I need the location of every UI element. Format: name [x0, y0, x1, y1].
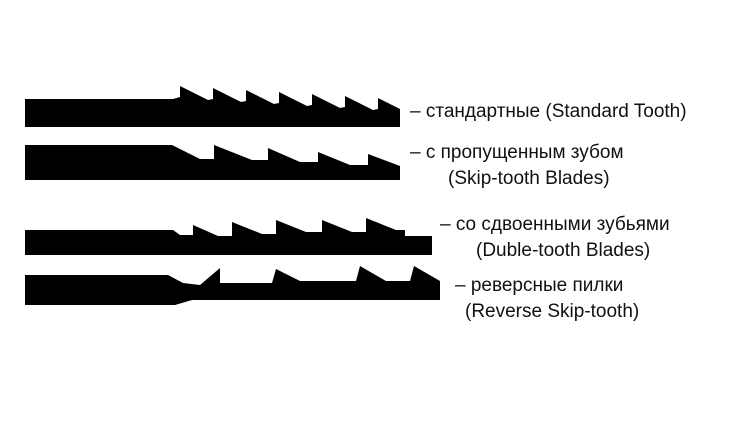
label-reverse-skip-tooth-line1: – реверсные пилки	[455, 275, 624, 296]
label-skip-tooth: – с пропущенным зубом (Skip-tooth Blades…	[410, 141, 624, 191]
label-standard-line1: – стандартные (Standard Tooth)	[410, 101, 687, 122]
label-double-tooth-line2: (Duble-tooth Blades)	[476, 240, 651, 261]
label-skip-tooth-line1: – с пропущенным зубом	[410, 142, 624, 163]
blade-reverse-skip-tooth	[25, 266, 440, 305]
label-double-tooth: – со сдвоенными зубьями (Duble-tooth Bla…	[440, 213, 670, 263]
label-reverse-skip-tooth: – реверсные пилки (Reverse Skip-tooth)	[455, 274, 639, 324]
label-standard: – стандартные (Standard Tooth)	[410, 100, 687, 124]
label-reverse-skip-tooth-line2: (Reverse Skip-tooth)	[465, 301, 640, 322]
blade-standard	[25, 86, 400, 127]
label-skip-tooth-line2: (Skip-tooth Blades)	[448, 168, 610, 189]
blade-double-tooth	[25, 218, 432, 255]
blade-skip-tooth	[25, 145, 400, 180]
label-double-tooth-line1: – со сдвоенными зубьями	[440, 214, 670, 235]
